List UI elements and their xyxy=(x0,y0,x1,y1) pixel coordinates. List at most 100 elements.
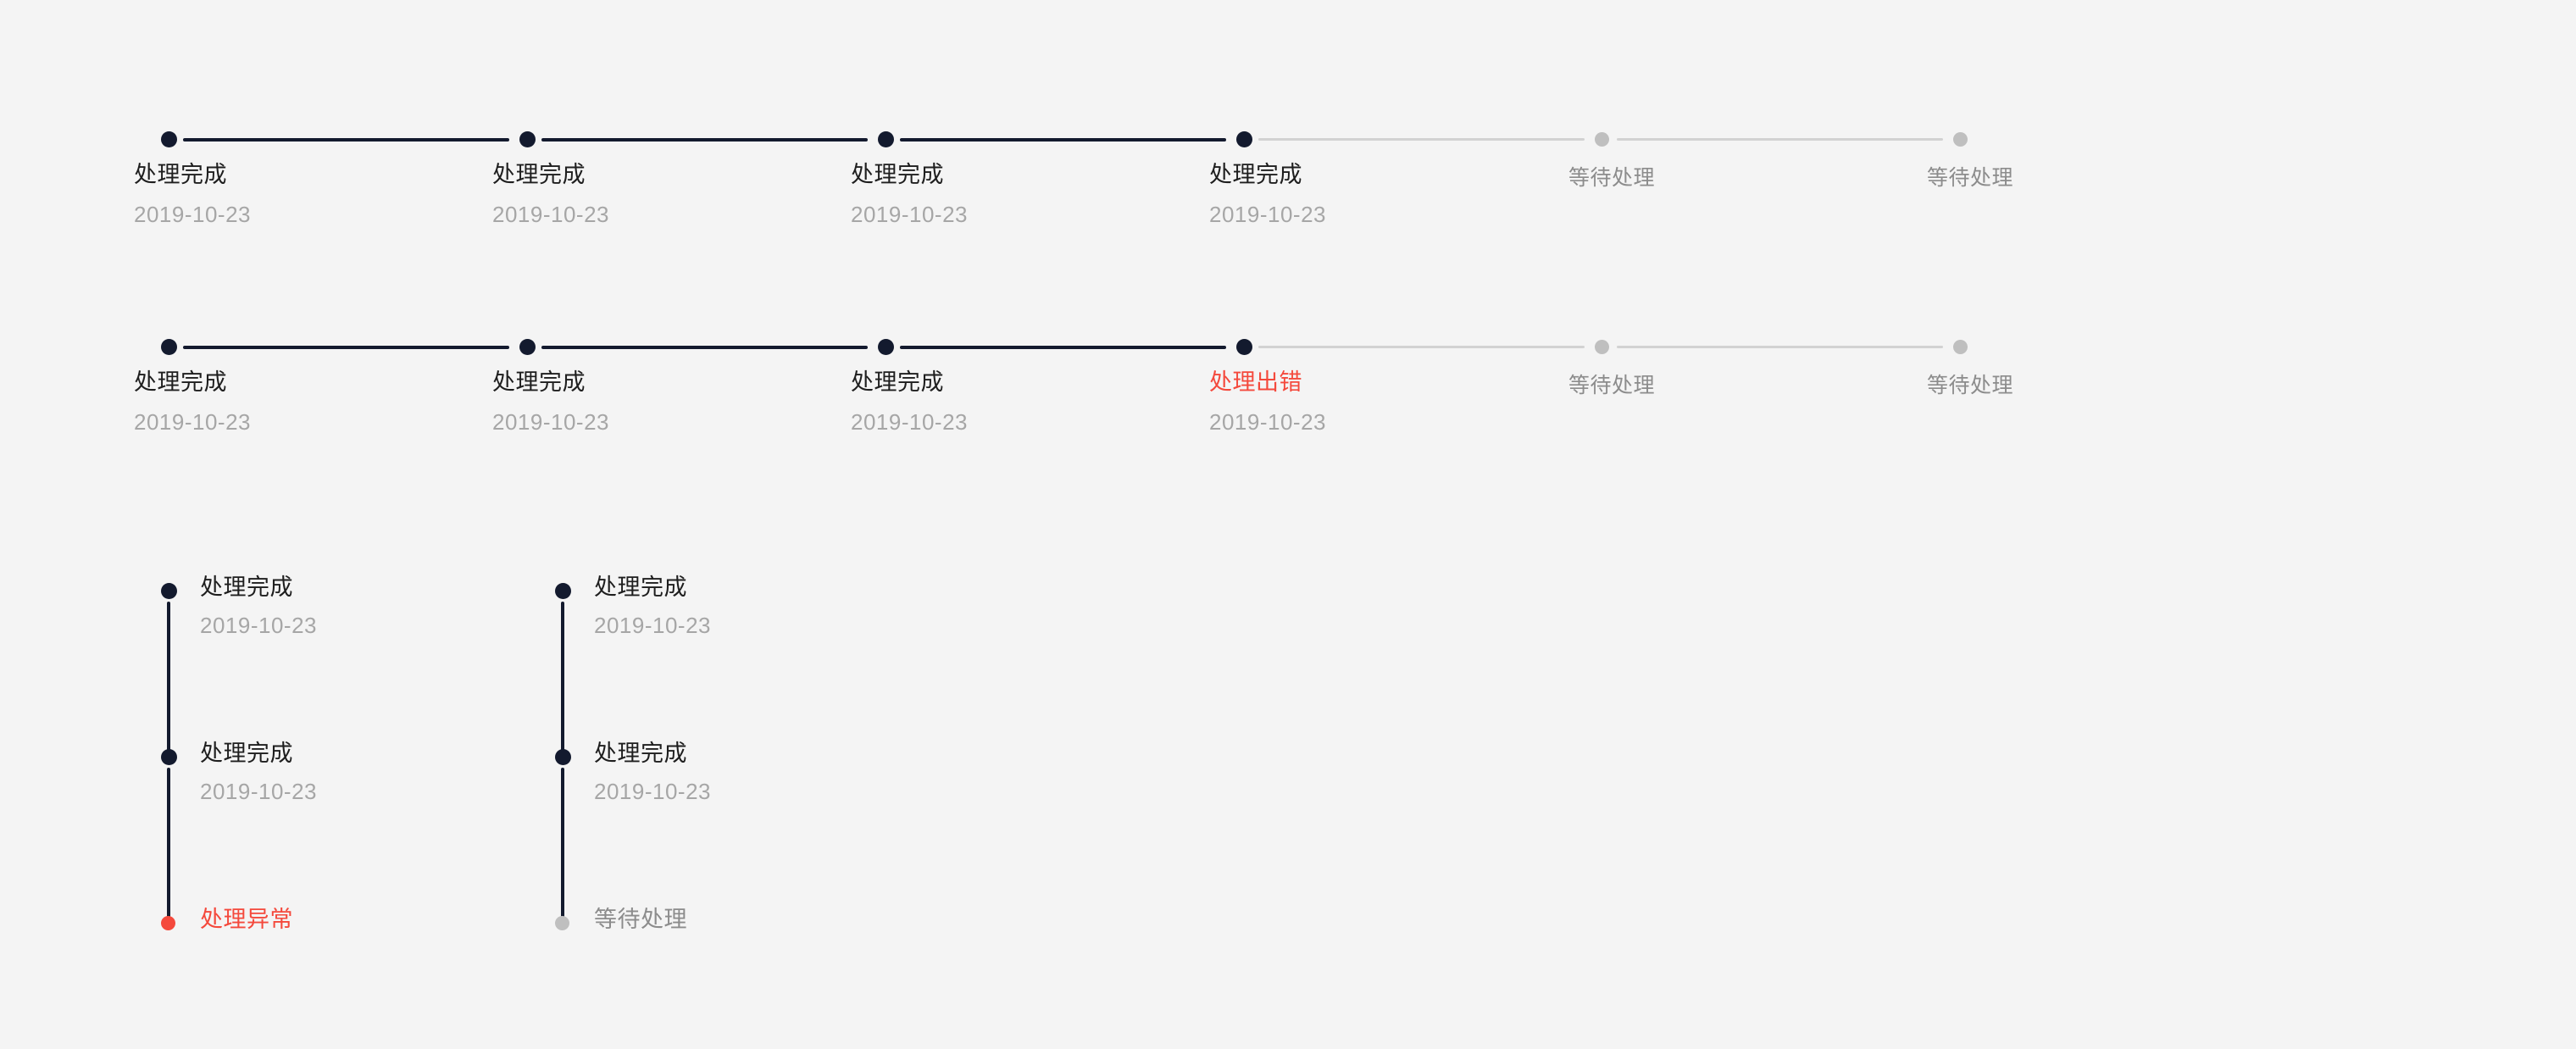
step-track xyxy=(1953,330,2312,364)
timeline-date: 2019-10-23 xyxy=(594,779,711,804)
step-body: 处理完成 2019-10-23 xyxy=(492,368,814,436)
step-body: 处理出错 2019-10-23 xyxy=(1209,368,1531,436)
timeline-rail xyxy=(167,768,170,929)
timeline-title: 处理完成 xyxy=(200,741,293,766)
step-track xyxy=(878,123,1236,157)
timeline-title: 处理异常 xyxy=(200,907,293,932)
timeline-dot-done-icon xyxy=(161,749,177,765)
step-item[interactable]: 处理出错 2019-10-23 xyxy=(1209,330,1595,500)
timeline-title: 等待处理 xyxy=(594,907,687,932)
step-date: 2019-10-23 xyxy=(492,202,609,227)
step-item[interactable]: 处理完成 2019-10-23 xyxy=(851,330,1236,500)
step-dot-wait-icon xyxy=(1595,132,1609,147)
step-date: 2019-10-23 xyxy=(492,409,609,435)
step-title: 等待处理 xyxy=(1926,166,2013,190)
step-track xyxy=(519,123,878,157)
timeline-title: 处理完成 xyxy=(594,574,687,600)
step-dot-done-icon xyxy=(161,339,177,355)
step-item[interactable]: 处理完成 2019-10-23 xyxy=(492,123,878,292)
step-body: 处理完成 2019-10-23 xyxy=(134,368,456,436)
step-track xyxy=(1953,123,2312,157)
step-track xyxy=(161,123,519,157)
step-item[interactable]: 等待处理 xyxy=(1568,330,1953,500)
timeline-body: 等待处理 xyxy=(594,905,687,934)
step-item[interactable]: 处理完成 2019-10-23 xyxy=(134,123,519,292)
step-track xyxy=(878,330,1236,364)
timeline-item[interactable]: 处理完成 2019-10-23 xyxy=(555,741,996,929)
step-dot-done-icon xyxy=(878,131,894,147)
timeline-title: 处理完成 xyxy=(200,574,293,600)
timeline-rail xyxy=(561,602,564,763)
step-item[interactable]: 处理完成 2019-10-23 xyxy=(134,330,519,500)
step-body: 处理完成 2019-10-23 xyxy=(492,160,814,228)
step-date: 2019-10-23 xyxy=(1209,409,1326,435)
step-item[interactable]: 等待处理 xyxy=(1927,330,2312,500)
step-body: 等待处理 xyxy=(1459,164,1764,192)
step-body: 处理完成 2019-10-23 xyxy=(134,160,456,228)
timeline-dot-error-icon xyxy=(161,916,175,930)
step-dot-done-icon xyxy=(519,339,536,355)
step-title: 处理完成 xyxy=(851,369,944,395)
timeline-body: 处理异常 xyxy=(200,905,293,934)
step-item[interactable]: 等待处理 xyxy=(1568,123,1953,292)
timeline-body: 处理完成 2019-10-23 xyxy=(594,739,711,805)
step-item[interactable]: 等待处理 xyxy=(1927,123,2312,292)
step-track xyxy=(1236,330,1595,364)
step-dot-done-icon xyxy=(161,131,177,147)
step-connector-line xyxy=(1258,138,1585,141)
step-track xyxy=(1595,330,1953,364)
step-title: 处理出错 xyxy=(1209,369,1302,395)
step-connector-line xyxy=(1617,138,1943,141)
step-title: 等待处理 xyxy=(1568,166,1655,190)
timeline-title: 处理完成 xyxy=(594,741,687,766)
timeline-item[interactable]: 等待处理 xyxy=(555,907,996,966)
step-track xyxy=(519,330,878,364)
step-title: 等待处理 xyxy=(1926,374,2013,397)
step-date: 2019-10-23 xyxy=(134,409,251,435)
step-dot-done-icon xyxy=(519,131,536,147)
step-connector-line xyxy=(1617,346,1943,348)
timeline-rail xyxy=(167,602,170,763)
step-body: 等待处理 xyxy=(1818,371,2123,400)
step-title: 等待处理 xyxy=(1568,374,1655,397)
step-dot-error-icon xyxy=(1236,339,1252,355)
step-connector-line xyxy=(900,346,1226,349)
step-body: 处理完成 2019-10-23 xyxy=(851,368,1173,436)
step-date: 2019-10-23 xyxy=(851,409,968,435)
timeline-item[interactable]: 处理异常 xyxy=(161,907,602,966)
step-date: 2019-10-23 xyxy=(1209,202,1326,227)
step-connector-line xyxy=(541,346,868,349)
step-connector-line xyxy=(1258,346,1585,348)
step-date: 2019-10-23 xyxy=(851,202,968,227)
step-track xyxy=(1236,123,1595,157)
timeline-dot-done-icon xyxy=(161,583,177,599)
step-dot-done-icon xyxy=(1236,131,1252,147)
step-title: 处理完成 xyxy=(134,162,227,187)
step-dot-wait-icon xyxy=(1595,340,1609,354)
step-connector-line xyxy=(183,346,509,349)
timeline-body: 处理完成 2019-10-23 xyxy=(200,573,317,639)
step-item[interactable]: 处理完成 2019-10-23 xyxy=(492,330,878,500)
step-title: 处理完成 xyxy=(492,369,586,395)
step-connector-line xyxy=(183,138,509,142)
step-date: 2019-10-23 xyxy=(134,202,251,227)
timeline-dot-wait-icon xyxy=(555,916,569,930)
timeline-date: 2019-10-23 xyxy=(200,613,317,638)
step-title: 处理完成 xyxy=(134,369,227,395)
step-title: 处理完成 xyxy=(492,162,586,187)
timeline-item[interactable]: 处理完成 2019-10-23 xyxy=(161,574,602,763)
step-track xyxy=(161,330,519,364)
timeline-dot-done-icon xyxy=(555,749,571,765)
step-dot-done-icon xyxy=(878,339,894,355)
step-dot-wait-icon xyxy=(1953,340,1968,354)
